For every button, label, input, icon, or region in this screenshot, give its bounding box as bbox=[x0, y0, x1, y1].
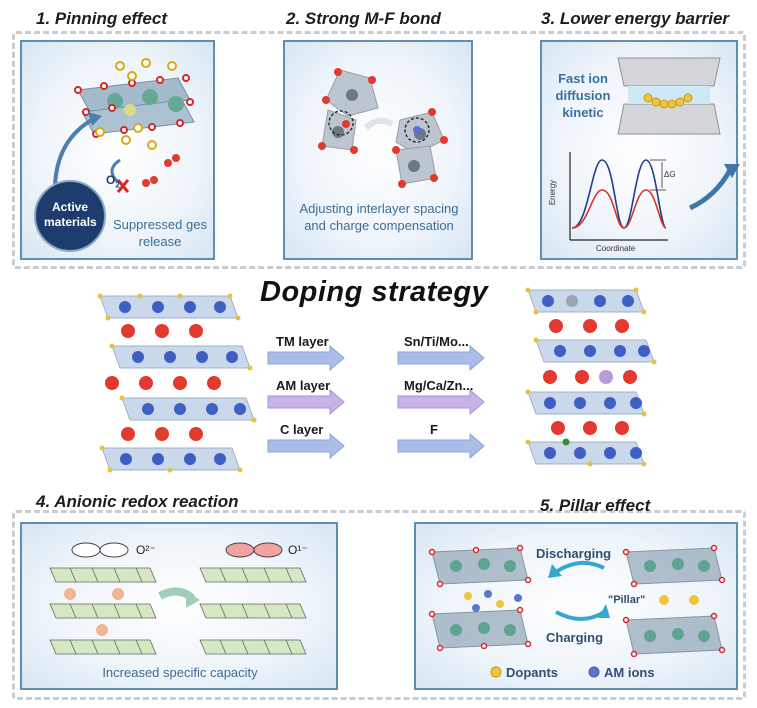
transform-arrow bbox=[363, 117, 394, 131]
legend-am-ions-label: AM ions bbox=[604, 665, 655, 680]
panel-4-caption: Increased specific capacity bbox=[102, 665, 258, 680]
legend-dopants-label: Dopants bbox=[506, 665, 558, 680]
red-energy-curve bbox=[571, 189, 667, 229]
center-arrows bbox=[267, 344, 485, 460]
active-materials-label: Active materials bbox=[44, 200, 97, 229]
doping-strategy-title: Doping strategy bbox=[260, 276, 489, 308]
charging-arrow bbox=[555, 610, 606, 621]
panel-4-title: 4. Anionic redox reaction bbox=[36, 492, 239, 511]
bottom-dashed-frame bbox=[12, 510, 746, 700]
tm-dopant-label: Sn/Ti/Mo... bbox=[404, 334, 469, 349]
c-layer-label: C layer bbox=[280, 422, 324, 437]
panel-1-caption: Suppressed ges release bbox=[113, 217, 207, 249]
o2-minus-label: O²⁻ bbox=[136, 543, 156, 557]
o2-label-main: O bbox=[106, 173, 116, 187]
panel-2-caption: Adjusting interlayer spacing and charge … bbox=[299, 201, 459, 233]
coordinate-axis-label: Coordinate bbox=[596, 244, 636, 253]
panel-3-title: 3. Lower energy barrier bbox=[541, 9, 730, 28]
left-structure bbox=[97, 293, 257, 473]
am-layer-label: AM layer bbox=[276, 378, 331, 393]
tm-layer-label: TM layer bbox=[276, 334, 329, 349]
o1-minus-label: O¹⁻ bbox=[288, 543, 308, 557]
dopant-atoms bbox=[95, 58, 177, 150]
o2-label-sub: 2 bbox=[115, 180, 120, 190]
panel-1-title: 1. Pinning effect bbox=[36, 9, 167, 28]
panel-2-frame bbox=[283, 40, 473, 260]
panel-2-title: 2. Strong M-F bond bbox=[286, 9, 441, 28]
charging-label: Charging bbox=[546, 630, 604, 645]
active-materials-disc bbox=[34, 180, 106, 252]
pillar-label: "Pillar" bbox=[608, 594, 646, 606]
curved-arrow bbox=[53, 116, 96, 191]
top-dashed-frame bbox=[12, 31, 746, 269]
right-structure bbox=[525, 287, 657, 467]
panel-5-title: 5. Pillar effect bbox=[540, 496, 651, 515]
discharging-arrow bbox=[554, 560, 605, 574]
c-dopant-label: F bbox=[430, 422, 438, 437]
panel-3-arrow bbox=[688, 168, 733, 211]
am-dopant-label: Mg/Ca/Zn... bbox=[404, 378, 474, 393]
o2-label: O2 bbox=[106, 173, 120, 189]
delta-g-label: ΔG bbox=[664, 170, 676, 179]
panel-3-caption: Fast ion diffusion kinetic bbox=[555, 71, 611, 120]
discharging-label: Discharging bbox=[536, 546, 612, 561]
